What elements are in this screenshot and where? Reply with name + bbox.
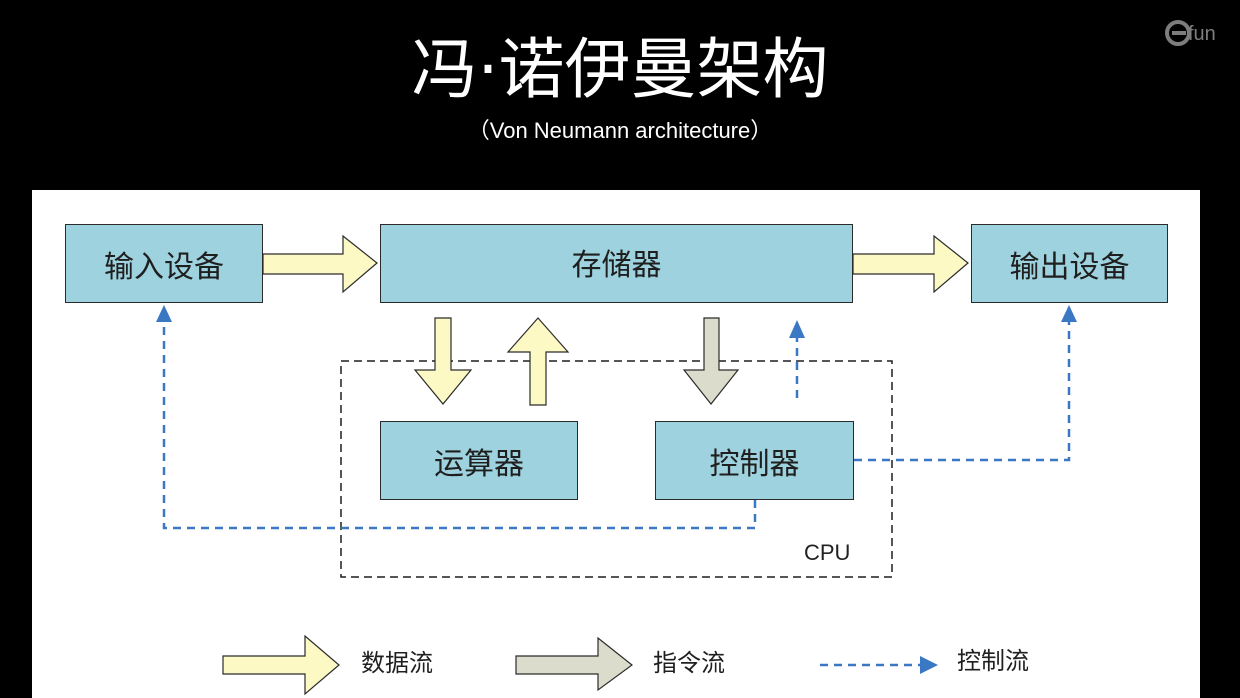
node-output-device: 输出设备 xyxy=(971,224,1168,303)
node-control-unit-label: 控制器 xyxy=(709,446,800,482)
logo-text: fun xyxy=(1188,23,1216,45)
control-arrowhead-memory xyxy=(789,320,805,338)
cpu-boundary xyxy=(340,360,893,578)
data-arrow-memory-to-output xyxy=(852,234,969,294)
legend-control-arrowhead-icon xyxy=(920,656,938,674)
control-arrowhead-output xyxy=(1061,305,1077,322)
node-control-unit: 控制器 xyxy=(655,421,854,500)
control-line-to-input xyxy=(162,322,757,530)
node-alu: 运算器 xyxy=(380,421,578,500)
node-input-device-label: 输入设备 xyxy=(104,249,224,285)
legend-data-arrow-icon xyxy=(222,634,340,696)
legend-control-flow-label: 控制流 xyxy=(957,647,1029,675)
data-arrow-memory-to-alu xyxy=(413,317,473,405)
node-input-device: 输入设备 xyxy=(65,224,263,303)
control-arrowhead-input xyxy=(156,305,172,322)
node-memory: 存储器 xyxy=(380,224,853,303)
data-arrow-alu-to-memory xyxy=(506,317,570,406)
instruction-arrow-memory-to-control xyxy=(682,317,740,405)
cpu-label: CPU xyxy=(804,540,851,565)
page-subtitle: （Von Neumann architecture） xyxy=(467,118,773,143)
page-title: 冯·诺伊曼架构 xyxy=(411,31,829,108)
node-output-device-label: 输出设备 xyxy=(1009,249,1130,285)
legend-instruction-flow-label: 指令流 xyxy=(653,649,725,677)
node-alu-label: 运算器 xyxy=(434,446,524,482)
control-line-to-output xyxy=(854,322,1071,462)
efun-logo-icon xyxy=(1165,20,1191,46)
legend-data-flow-label: 数据流 xyxy=(361,649,433,677)
legend-instruction-arrow-icon xyxy=(515,636,633,692)
data-arrow-input-to-memory xyxy=(262,234,378,294)
node-memory-label: 存储器 xyxy=(571,247,662,283)
